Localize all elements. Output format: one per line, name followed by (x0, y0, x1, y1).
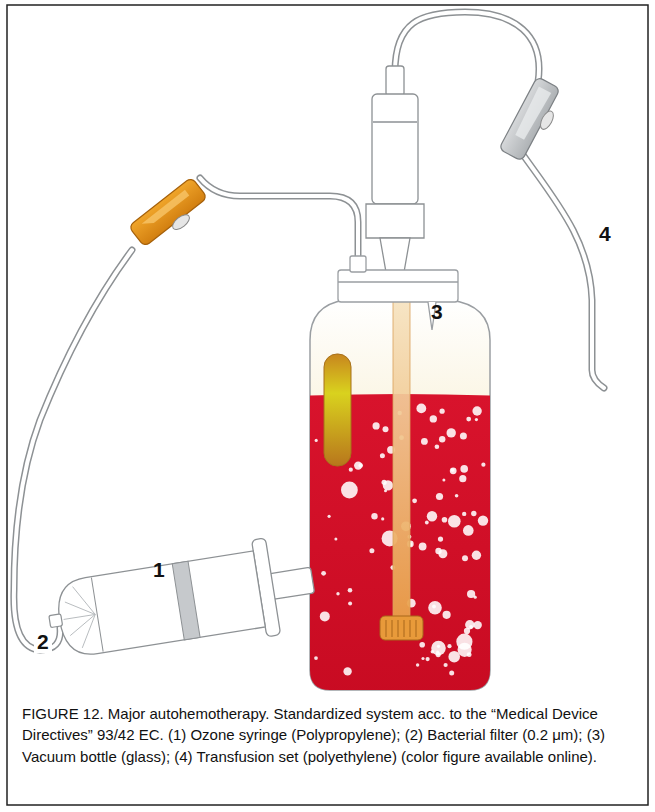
bubble (380, 453, 385, 458)
bubble (320, 611, 330, 621)
bubble (466, 417, 471, 422)
bottle-cap (338, 256, 458, 330)
bubble (369, 548, 374, 553)
bubble (334, 538, 337, 541)
bubble (435, 444, 440, 449)
bubble (419, 642, 425, 648)
bubble (430, 415, 437, 422)
bubble (384, 489, 387, 492)
bubble (472, 406, 481, 415)
roller-clamp (128, 177, 212, 253)
bubble (447, 428, 456, 437)
bubble (478, 515, 488, 525)
bubble (462, 555, 468, 561)
bubble (449, 670, 454, 675)
bubble (315, 439, 318, 442)
bubble (348, 602, 352, 606)
bubble (440, 409, 445, 414)
bubble (460, 465, 468, 473)
bubble (349, 468, 353, 472)
tube-outline (14, 178, 358, 650)
bubble (439, 436, 445, 442)
bubble (425, 521, 429, 525)
diffuser (380, 616, 423, 640)
callout-number: 3 (428, 300, 446, 323)
bubble (381, 517, 384, 520)
bubble (438, 549, 447, 558)
bubble (431, 650, 435, 654)
bubble (444, 663, 448, 667)
bubble (451, 468, 455, 472)
bubble (459, 475, 466, 482)
bubble (463, 525, 474, 536)
bubble (474, 596, 477, 599)
spike-chamber (366, 66, 424, 272)
bubble (383, 426, 389, 432)
bubble (343, 667, 351, 675)
bubble (481, 463, 485, 467)
callout-number: 4 (596, 222, 614, 245)
bubble (448, 651, 460, 663)
bubble (421, 438, 428, 445)
bubble (373, 422, 380, 429)
bubble (448, 515, 461, 528)
bubble (416, 663, 419, 666)
bubble (421, 657, 424, 660)
bubble (472, 551, 481, 560)
bubble (460, 433, 467, 440)
inner-tube (393, 296, 410, 618)
callout-number: 2 (34, 630, 52, 653)
indicator-strip (324, 354, 351, 466)
bubble (464, 628, 470, 634)
figure-frame (7, 5, 648, 805)
bubble (341, 482, 358, 499)
ozone-syringe (42, 532, 320, 670)
bubble (432, 605, 436, 609)
bubble (456, 634, 472, 650)
bubble (436, 493, 443, 500)
bubble (419, 543, 427, 551)
bubble (416, 404, 426, 414)
bubble (348, 588, 353, 593)
bubble (321, 571, 326, 576)
bubble (442, 479, 445, 482)
bubble (455, 494, 459, 498)
bubble (443, 611, 451, 619)
bubble (447, 644, 451, 648)
callout-number: 1 (150, 558, 168, 581)
bubble (462, 512, 466, 516)
bubble (436, 652, 441, 657)
bubble (382, 480, 387, 485)
bubble (474, 621, 482, 629)
bubble (354, 461, 362, 469)
bubble (336, 592, 339, 595)
bubble (442, 517, 448, 523)
roller-clamp (499, 77, 568, 165)
bubble (371, 513, 377, 519)
bubble (471, 511, 476, 516)
bubble (426, 657, 430, 661)
bubble (450, 467, 457, 474)
tube (14, 178, 358, 650)
bubble (328, 515, 331, 518)
bubble (314, 656, 318, 660)
bubble (438, 537, 443, 542)
figure-caption: FIGURE 12. Major autohemotherapy. Standa… (22, 703, 634, 767)
bubble (475, 418, 478, 421)
bubble (427, 511, 437, 521)
bubble (412, 498, 417, 503)
bubble (428, 601, 442, 615)
